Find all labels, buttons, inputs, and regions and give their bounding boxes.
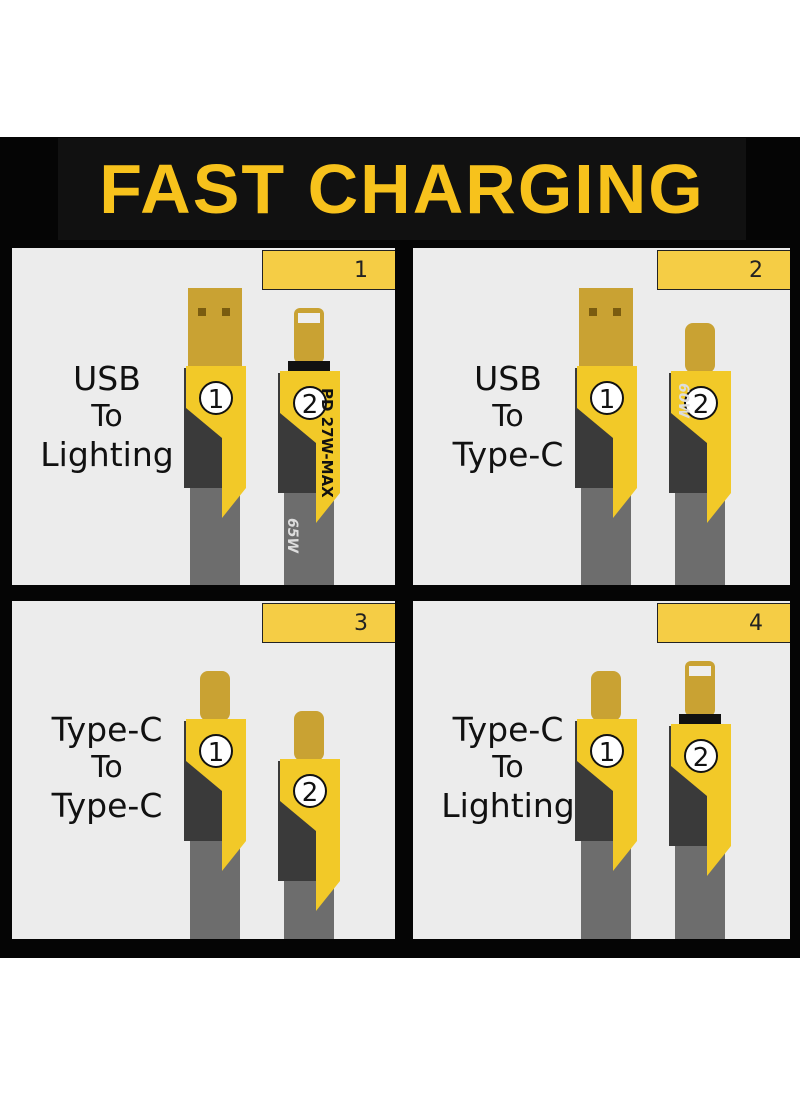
- usb-c-connector: 2: [669, 323, 731, 585]
- panel-number-tab: 1: [262, 250, 395, 290]
- panel-number: 3: [354, 610, 368, 636]
- usb-c-connector: 1: [575, 671, 637, 939]
- panel-label: USB To Type-C: [423, 360, 593, 474]
- label-to: To: [492, 750, 524, 785]
- panel-label: USB To Lighting: [22, 360, 192, 474]
- label-to: To: [91, 399, 123, 434]
- label-from: Type-C: [452, 710, 564, 749]
- page-title: FAST CHARGING: [99, 150, 705, 228]
- label-from: USB: [474, 359, 542, 398]
- panel-number-tab: 4: [657, 603, 790, 643]
- label-target: Type-C: [51, 786, 163, 825]
- usb-a-connector: 1: [184, 288, 246, 585]
- label-target: Lighting: [40, 435, 174, 474]
- lightning-connector: 2: [278, 308, 340, 585]
- connector-badge: 1: [599, 738, 616, 768]
- lightning-connector: 2: [669, 661, 731, 939]
- label-to: To: [91, 750, 123, 785]
- label-target: Type-C: [452, 435, 564, 474]
- connector-badge: 2: [302, 778, 319, 808]
- title-banner: FAST CHARGING: [58, 138, 746, 240]
- label-from: USB: [73, 359, 141, 398]
- product-mark-65w: 65W: [284, 518, 300, 553]
- product-mark-60w: 60W: [675, 383, 691, 418]
- panel-number-tab: 2: [657, 250, 790, 290]
- label-target: Lighting: [441, 786, 575, 825]
- panel-number: 1: [354, 257, 368, 283]
- panel-number: 4: [749, 610, 763, 636]
- panel-label: Type-C To Lighting: [423, 711, 593, 825]
- connector-badge: 1: [208, 738, 225, 768]
- panel-number: 2: [749, 257, 763, 283]
- product-mark-pd-27w: PD 27W-MAX: [318, 388, 336, 498]
- usb-c-connector: 1: [184, 671, 246, 939]
- connector-badge: 2: [693, 390, 710, 420]
- connector-badge: 1: [208, 385, 225, 415]
- label-from: Type-C: [51, 710, 163, 749]
- connector-badge: 2: [302, 390, 319, 420]
- panel-number-tab: 3: [262, 603, 395, 643]
- connector-badge: 2: [693, 743, 710, 773]
- usb-c-connector: 2: [278, 711, 340, 939]
- label-to: To: [492, 399, 524, 434]
- panel-label: Type-C To Type-C: [22, 711, 192, 825]
- connector-badge: 1: [599, 385, 616, 415]
- cable-illustration: 12: [184, 671, 340, 939]
- usb-a-connector: 1: [575, 288, 637, 585]
